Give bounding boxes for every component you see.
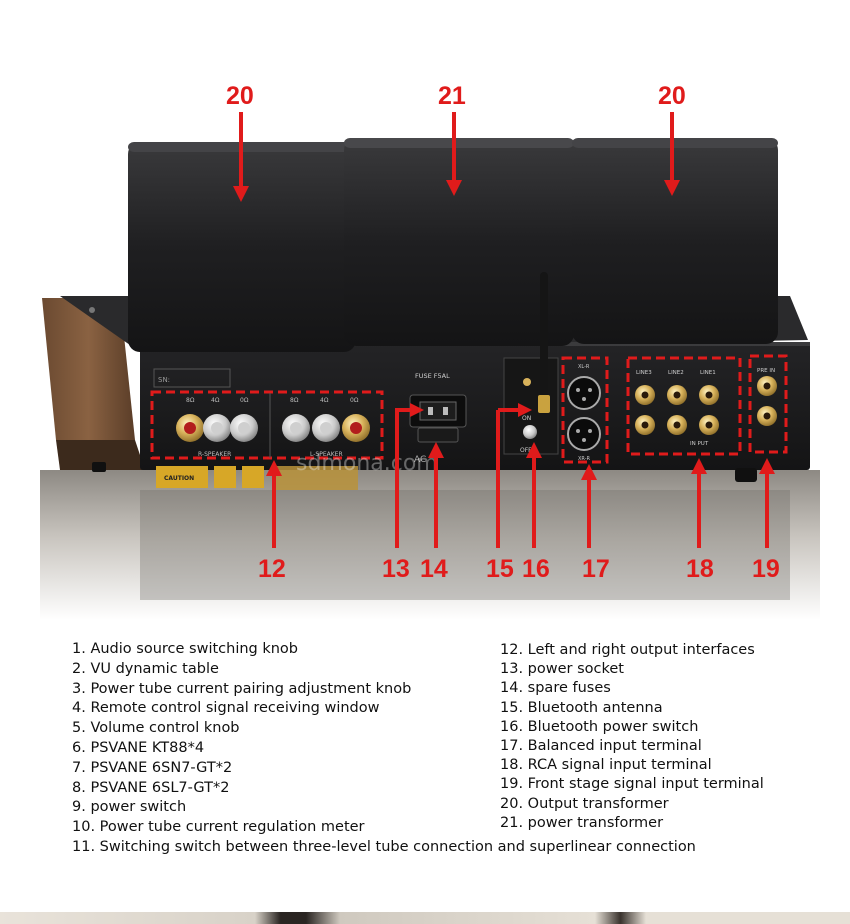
svg-text:0Ω: 0Ω bbox=[240, 397, 249, 404]
callout-20-left: 20 bbox=[226, 82, 254, 110]
callout-box-19 bbox=[748, 354, 788, 454]
callout-14: 14 bbox=[420, 555, 448, 583]
callout-18: 18 bbox=[686, 555, 714, 583]
svg-text:8Ω: 8Ω bbox=[290, 397, 299, 404]
legend-item: 17. Balanced input terminal bbox=[500, 738, 702, 755]
svg-text:R-SPEAKER: R-SPEAKER bbox=[198, 451, 231, 458]
ac-label: AC bbox=[414, 455, 426, 465]
svg-text:ON: ON bbox=[522, 415, 531, 422]
watermark: sdmona.com bbox=[296, 451, 438, 476]
pre-in-inputs: PRE IN bbox=[757, 368, 777, 426]
next-image-strip bbox=[0, 912, 850, 924]
wood-side-panel bbox=[42, 298, 135, 440]
callout-box-12 bbox=[150, 390, 384, 460]
serial-number-plate bbox=[153, 368, 231, 388]
svg-text:LINE2: LINE2 bbox=[668, 370, 684, 376]
amplifier-illustration: SN: 8Ω 4Ω 0Ω R-SPEAKER 8Ω 4Ω 0Ω L-SPEAKE… bbox=[40, 112, 820, 620]
caution-labels: CAUTION bbox=[156, 466, 358, 490]
legend-item: 5. Volume control knob bbox=[72, 720, 240, 737]
balanced-xlr-inputs: XL-R XR-R bbox=[567, 364, 601, 462]
table-reflection bbox=[40, 470, 820, 620]
callout-21: 21 bbox=[438, 82, 466, 110]
svg-text:CAUTION: CAUTION bbox=[164, 475, 194, 482]
output-transformer-right bbox=[572, 138, 778, 344]
legend-item: 21. power transformer bbox=[500, 814, 664, 831]
legend-right-column: 12. Left and right output interfaces 13.… bbox=[500, 641, 764, 833]
legend-item: 11. Switching switch between three-level… bbox=[72, 838, 696, 855]
callout-20-right: 20 bbox=[658, 82, 686, 110]
legend-item: 12. Left and right output interfaces bbox=[500, 642, 755, 658]
legend-item: 2. VU dynamic table bbox=[72, 660, 219, 677]
callout-arrows bbox=[233, 112, 775, 548]
svg-text:XL-R: XL-R bbox=[578, 364, 590, 370]
legend-item: 14. spare fuses bbox=[500, 680, 611, 697]
legend-item: 7. PSVANE 6SN7-GT*2 bbox=[72, 759, 233, 776]
bluetooth-antenna bbox=[538, 272, 550, 413]
legend-item: 9. power switch bbox=[72, 799, 187, 816]
chassis-back-panel bbox=[140, 342, 810, 470]
callout-13: 13 bbox=[382, 555, 410, 583]
sn-label: SN: bbox=[158, 376, 170, 384]
legend-item: 10. Power tube current regulation meter bbox=[72, 819, 365, 836]
rca-inputs: LINE3 LINE2 LINE1 IN PUT bbox=[635, 370, 719, 447]
svg-text:0Ω: 0Ω bbox=[350, 397, 359, 404]
legend-item: 18. RCA signal input terminal bbox=[500, 757, 712, 774]
foot bbox=[735, 468, 757, 482]
legend-item: 15. Bluetooth antenna bbox=[500, 699, 663, 716]
legend-item: 6. PSVANE KT88*4 bbox=[72, 739, 205, 756]
callout-box-18 bbox=[626, 356, 742, 456]
legend-item: 13. power socket bbox=[500, 661, 624, 678]
svg-text:OFF: OFF bbox=[520, 447, 532, 454]
callout-box-17 bbox=[561, 356, 609, 464]
fuse-label: FUSE F5AL bbox=[415, 372, 450, 380]
amplifier-rear-panel-diagram: SN: 8Ω 4Ω 0Ω R-SPEAKER 8Ω 4Ω 0Ω L-SPEAKE… bbox=[40, 82, 820, 620]
svg-text:IN PUT: IN PUT bbox=[690, 441, 709, 447]
svg-text:LINE1: LINE1 bbox=[700, 370, 716, 376]
right-speaker-terminals: 8Ω 4Ω 0Ω R-SPEAKER bbox=[176, 397, 258, 458]
legend-item: 8. PSVANE 6SL7-GT*2 bbox=[72, 779, 230, 796]
callout-15: 15 bbox=[486, 555, 514, 583]
svg-text:PRE IN: PRE IN bbox=[757, 368, 775, 374]
svg-text:XR-R: XR-R bbox=[578, 456, 591, 462]
legend-item: 4. Remote control signal receiving windo… bbox=[72, 700, 380, 717]
bluetooth-power-switch: ON OFF bbox=[520, 415, 537, 454]
svg-text:L-SPEAKER: L-SPEAKER bbox=[310, 451, 343, 458]
callout-19: 19 bbox=[752, 555, 780, 583]
power-transformer bbox=[344, 138, 574, 346]
power-socket bbox=[409, 394, 467, 443]
callout-16: 16 bbox=[522, 555, 550, 583]
svg-text:LINE3: LINE3 bbox=[636, 370, 652, 376]
callout-17: 17 bbox=[582, 555, 610, 583]
svg-text:4Ω: 4Ω bbox=[211, 397, 220, 404]
legend-item: 16. Bluetooth power switch bbox=[500, 718, 699, 735]
legend-item: 19. Front stage signal input terminal bbox=[500, 776, 764, 793]
legend-item: 3. Power tube current pairing adjustment… bbox=[72, 680, 412, 697]
left-speaker-terminals: 8Ω 4Ω 0Ω L-SPEAKER bbox=[282, 397, 370, 458]
svg-text:8Ω: 8Ω bbox=[186, 397, 195, 404]
callout-12: 12 bbox=[258, 555, 286, 583]
legend-item: 20. Output transformer bbox=[500, 795, 669, 812]
legend-item: 1. Audio source switching knob bbox=[72, 641, 299, 657]
legend-left-column: 1. Audio source switching knob 2. VU dyn… bbox=[72, 640, 696, 858]
svg-text:4Ω: 4Ω bbox=[320, 397, 329, 404]
